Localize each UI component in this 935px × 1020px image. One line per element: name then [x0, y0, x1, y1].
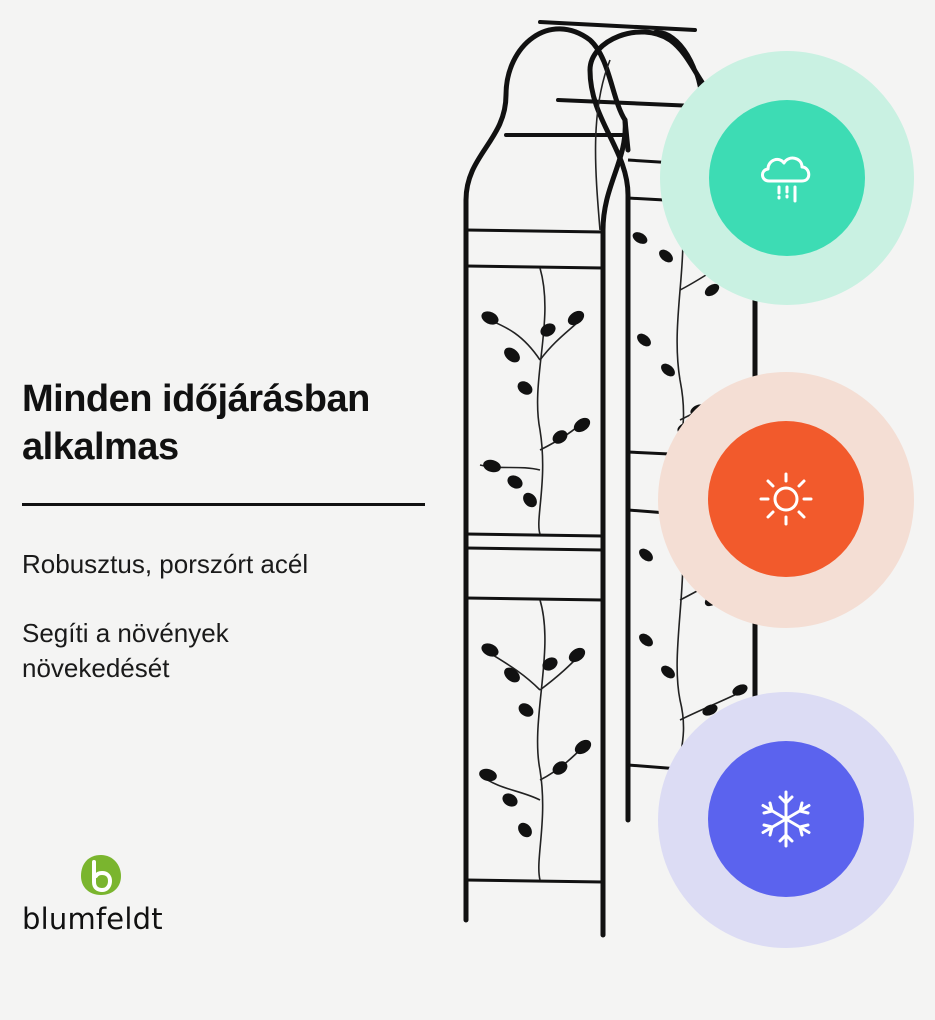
divider: [22, 503, 425, 506]
headline: Minden időjárásban alkalmas: [22, 376, 442, 471]
sun-icon: [759, 472, 813, 526]
snowflake-icon: [761, 790, 811, 848]
feature-text-1: Robusztus, porszórt acél: [22, 547, 308, 582]
feature-2-line-1: Segíti a növények: [22, 618, 229, 648]
feature-1-line-1: Robusztus, porszórt acél: [22, 549, 309, 579]
headline-line-1: Minden időjárásban: [22, 378, 370, 420]
rain-badge: [709, 100, 865, 256]
brand-name: blumfeldt: [22, 902, 163, 936]
sun-badge: [708, 421, 864, 577]
feature-2-line-2: növekedését: [22, 653, 170, 684]
feature-text-2: Segíti a növények növekedését: [22, 616, 229, 686]
snow-badge: [708, 741, 864, 897]
brand-logo: blumfeldt: [22, 852, 182, 942]
headline-line-2: alkalmas: [22, 425, 179, 468]
rain-cloud-icon: [761, 156, 811, 203]
leaf-b-logo-icon: [81, 855, 121, 895]
